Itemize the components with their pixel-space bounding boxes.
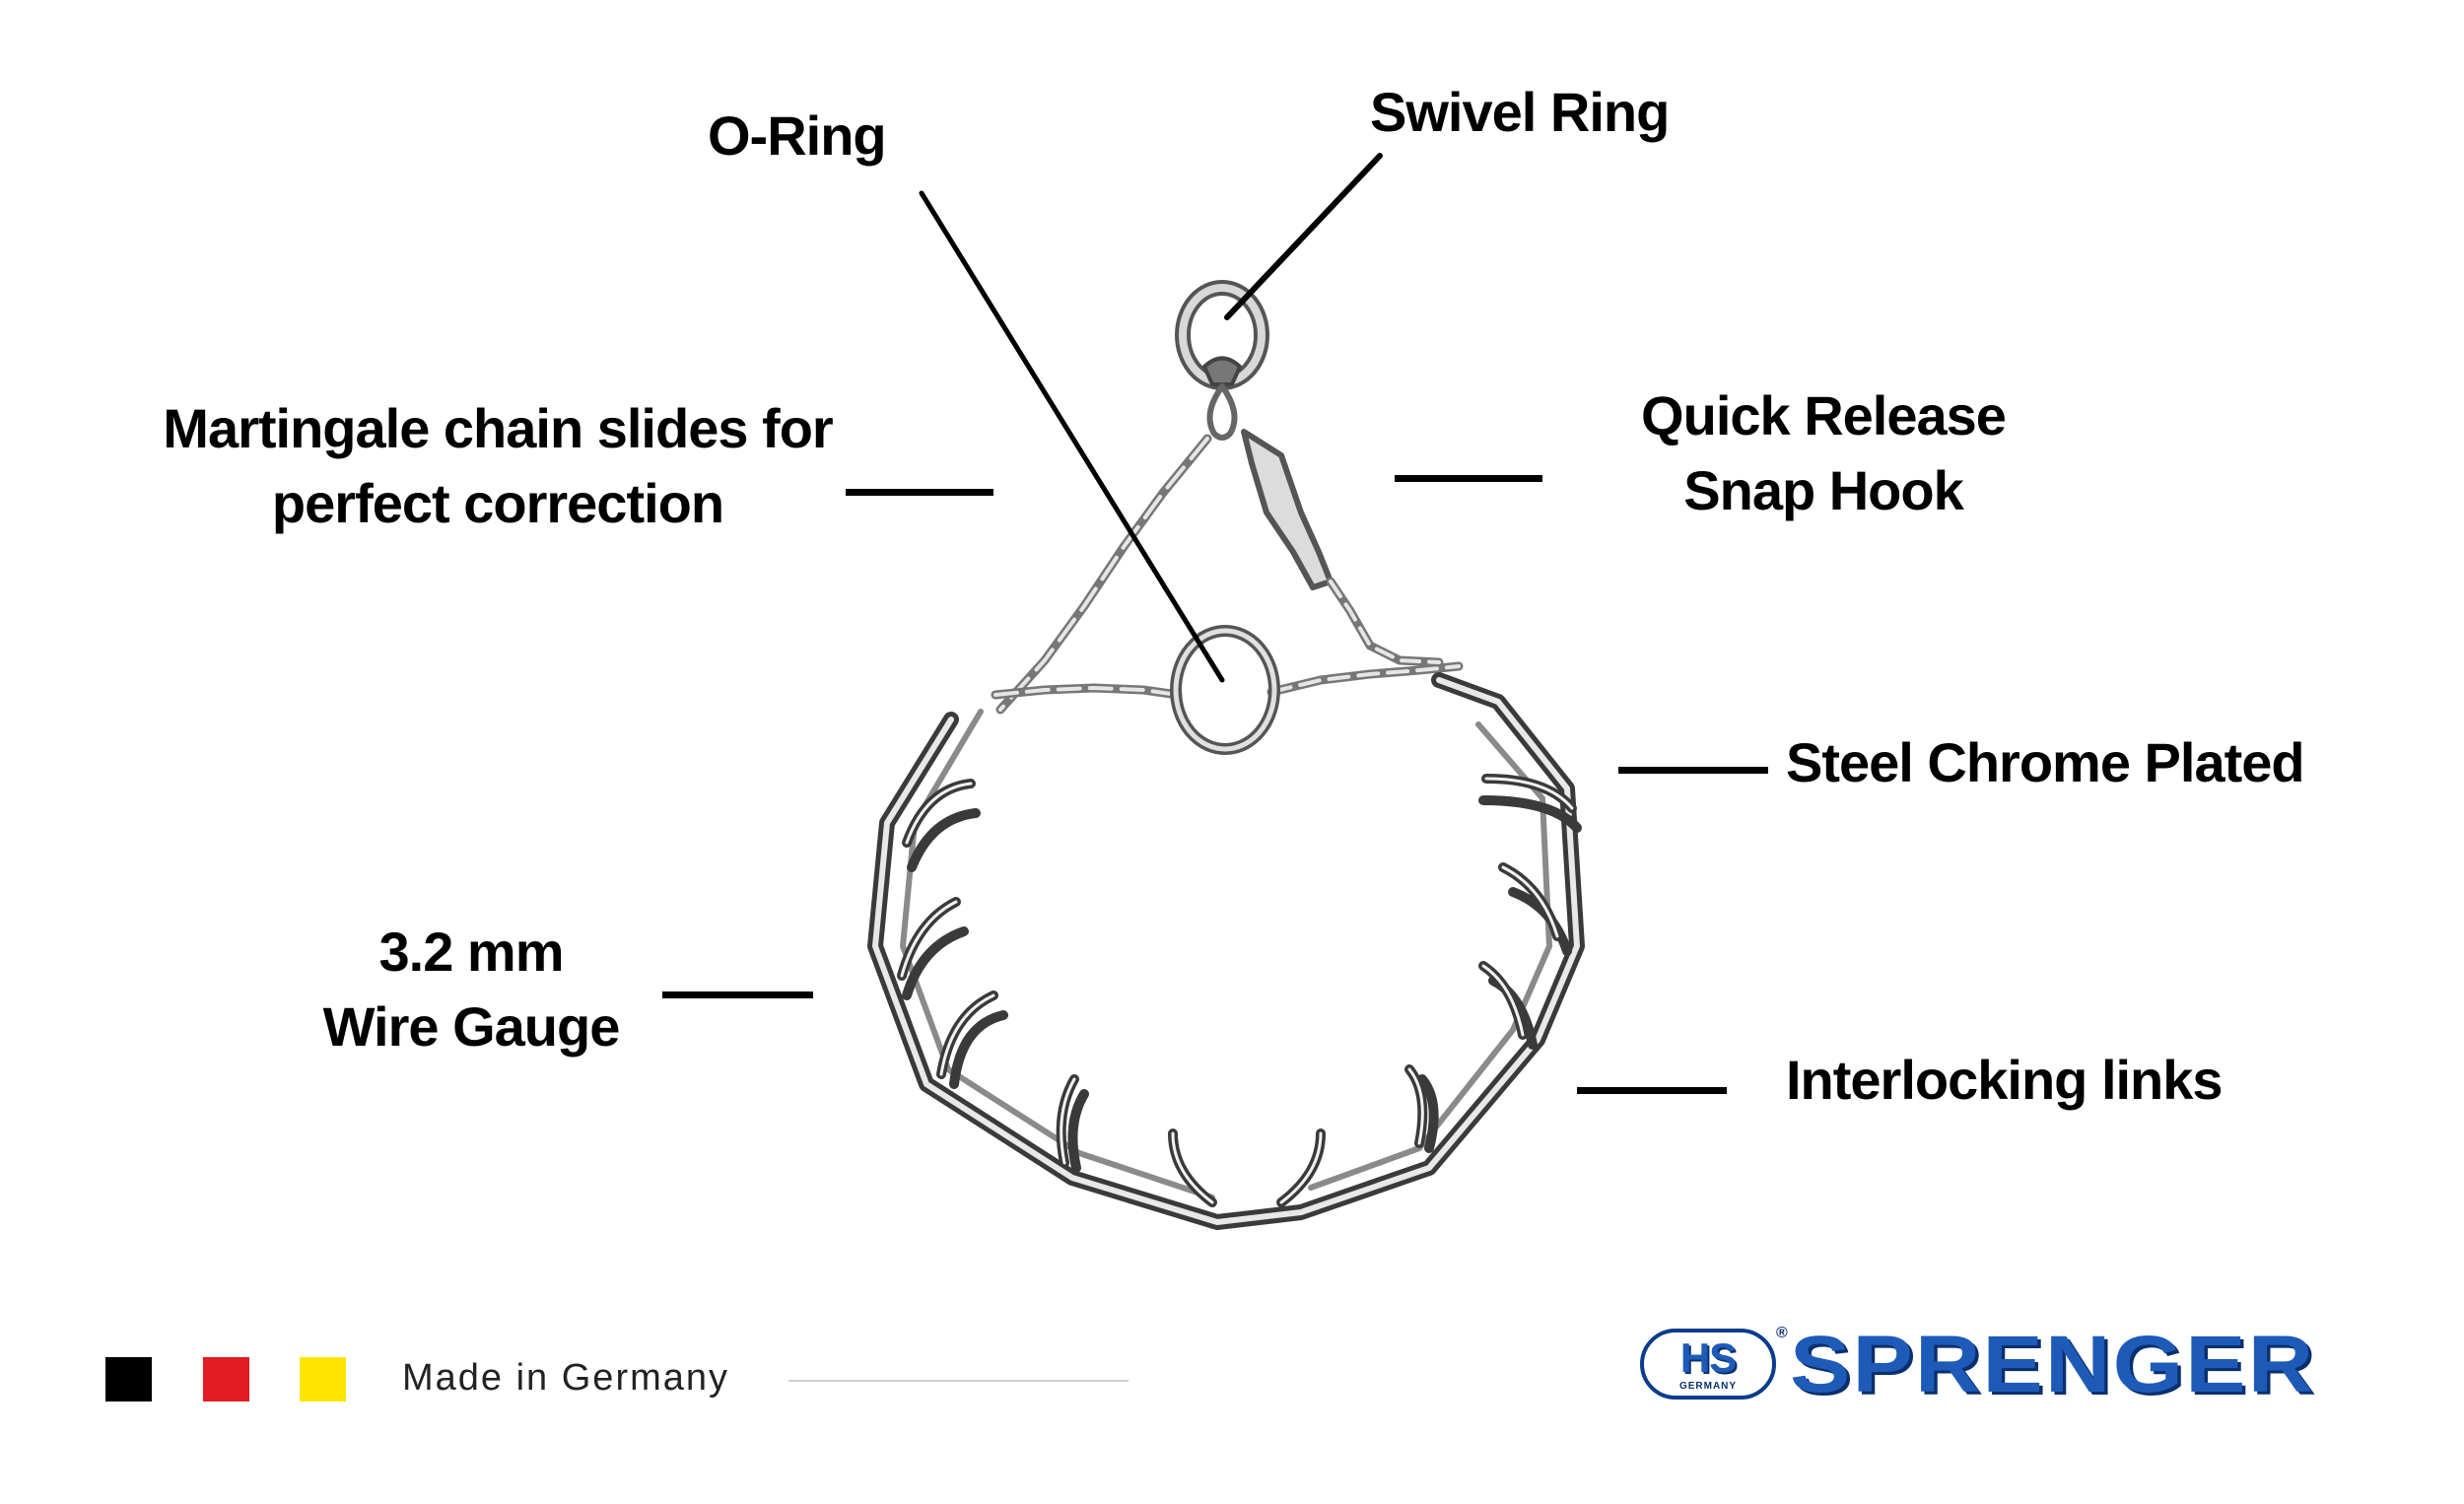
swivel-ring-pointer-line — [1224, 153, 1383, 320]
brand-name: SPRENGER — [1790, 1320, 2316, 1409]
interlocking-links — [867, 672, 1585, 1230]
interlocking-leader-line — [1577, 1087, 1727, 1094]
steel-chrome-leader-line — [1618, 767, 1768, 774]
hs-badge-subtext: GERMANY — [1678, 1381, 1738, 1392]
registered-mark: ® — [1776, 1325, 1788, 1341]
o-ring-pointer-line — [919, 190, 1225, 683]
footer-divider — [788, 1380, 1129, 1382]
martingale-label-line2: perfect correction — [271, 472, 724, 534]
martingale-chain — [991, 434, 1464, 715]
o-ring-label: O-Ring — [708, 104, 887, 167]
hs-badge-text: HS — [1679, 1334, 1737, 1381]
o-ring — [1170, 625, 1280, 755]
interlocking-links-label: Interlocking links — [1786, 1049, 2224, 1111]
quick-release-label: Quick Release Snap Hook — [1626, 378, 2020, 528]
quick-release-label-line1: Quick Release — [1641, 384, 2007, 446]
martingale-leader-line — [846, 489, 993, 496]
wire-gauge-leader-line — [662, 991, 813, 998]
wire-gauge-label-line1: 3.2 mm — [378, 921, 565, 983]
hs-badge: HS GERMANY — [1640, 1329, 1776, 1400]
steel-chrome-label: Steel Chrome Plated — [1786, 731, 2305, 793]
sprenger-logo: HS GERMANY ® SPRENGER — [1640, 1320, 2365, 1409]
quick-release-label-line2: Snap Hook — [1683, 459, 1963, 521]
snap-hook — [1241, 429, 1444, 667]
martingale-label: Martingale chain slides for perfect corr… — [136, 391, 859, 541]
wire-gauge-label: 3.2 mm Wire Gauge — [296, 915, 647, 1064]
made-in-germany-text: Made in Germany — [402, 1357, 730, 1399]
martingale-label-line1: Martingale chain slides for — [163, 397, 833, 459]
quick-release-leader-line — [1395, 475, 1542, 482]
flag-stripe-red — [203, 1357, 249, 1401]
flag-stripe-black — [105, 1357, 152, 1401]
flag-stripe-gold — [300, 1357, 346, 1401]
swivel-ring — [1175, 280, 1269, 441]
swivel-ring-label: Swivel Ring — [1370, 81, 1670, 143]
wire-gauge-label-line2: Wire Gauge — [322, 995, 621, 1058]
